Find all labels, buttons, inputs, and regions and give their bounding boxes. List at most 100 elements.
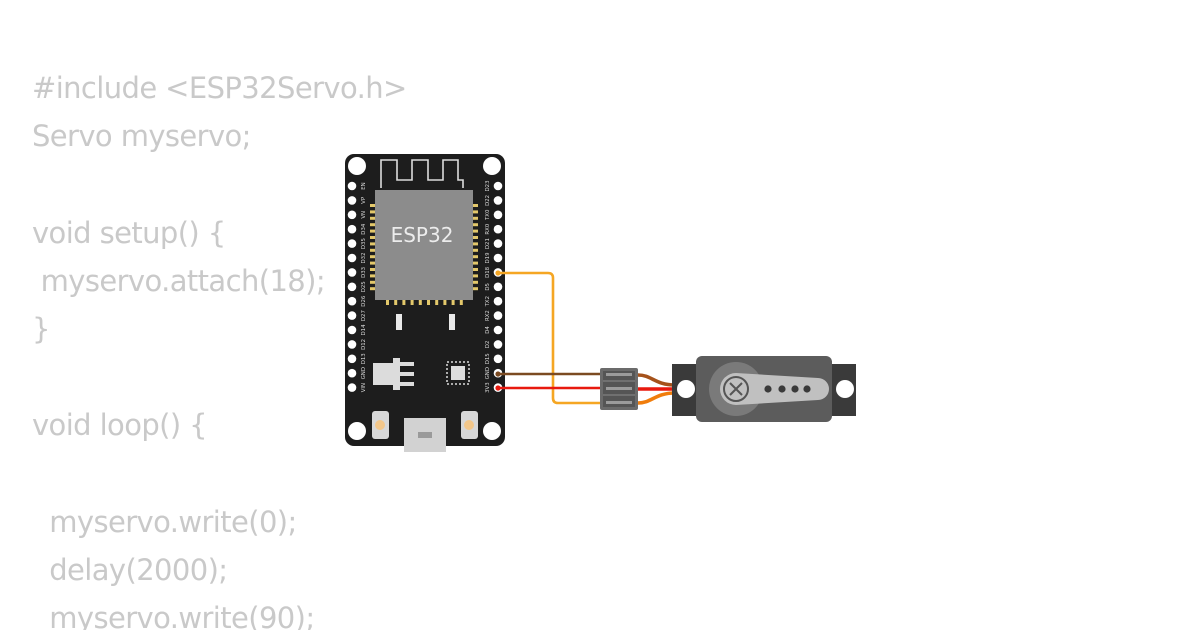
code-line: myservo.write(90); xyxy=(32,601,315,630)
servo-motor[interactable] xyxy=(600,356,856,422)
code-overlay: #include <ESP32Servo.h> Servo myservo; voi… xyxy=(32,64,407,630)
right-pin-label: D22 xyxy=(485,195,491,206)
left-pin-hole[interactable] xyxy=(347,282,357,292)
right-pin-hole[interactable] xyxy=(493,224,503,234)
left-pin-label: D25 xyxy=(361,281,367,292)
left-pin-hole[interactable] xyxy=(347,325,357,335)
smd-pad xyxy=(449,314,455,330)
right-pin-hole[interactable] xyxy=(493,296,503,306)
usb-serial-chip xyxy=(446,361,470,385)
servo-horn[interactable] xyxy=(720,373,829,405)
right-pin-label: D19 xyxy=(485,252,491,264)
left-pin-hole[interactable] xyxy=(347,311,357,320)
flange-hole xyxy=(677,380,695,398)
left-pin-hole[interactable] xyxy=(347,368,357,378)
left-pin-label: D32 xyxy=(361,252,367,263)
left-pin-header xyxy=(347,181,357,392)
right-pin-label: RX0 xyxy=(485,223,491,234)
code-line: myservo.attach(18); xyxy=(32,263,326,298)
right-pin-label: TX2 xyxy=(485,296,491,307)
code-line: Servo myservo; xyxy=(32,119,251,154)
right-pin-hole[interactable] xyxy=(493,340,503,349)
right-pin-hole[interactable] xyxy=(493,210,503,220)
left-pin-hole[interactable] xyxy=(347,224,357,234)
right-pin-label: D15 xyxy=(485,353,491,364)
left-pin-hole[interactable] xyxy=(347,210,357,220)
right-pin-hole[interactable] xyxy=(493,311,503,320)
left-pin-hole[interactable] xyxy=(347,239,357,248)
mounting-hole xyxy=(483,157,501,175)
left-pin-label: VP xyxy=(361,196,367,204)
smd-pad xyxy=(396,314,402,330)
left-pin-label: EN xyxy=(361,182,367,189)
wroom-module xyxy=(375,190,473,300)
servo-hub-icon xyxy=(723,376,749,402)
right-pin-header xyxy=(493,181,503,392)
module-pins xyxy=(370,204,478,305)
left-pin-label: D14 xyxy=(361,324,367,336)
left-pin-hole[interactable] xyxy=(347,268,357,277)
esp32-board[interactable]: ESP32 xyxy=(345,154,505,452)
left-pin-label: VN xyxy=(361,211,367,219)
micro-usb-port xyxy=(404,418,446,452)
wire-endpoint xyxy=(495,385,501,391)
right-pin-hole[interactable] xyxy=(493,181,503,191)
right-pin-label: D2 xyxy=(485,341,491,349)
code-line: void setup() { xyxy=(32,215,226,250)
left-pin-hole[interactable] xyxy=(347,181,357,191)
wire-endpoint xyxy=(495,371,501,377)
right-pin-label: D21 xyxy=(485,238,491,249)
right-pin-label: D5 xyxy=(485,283,491,291)
module-label: ESP32 xyxy=(391,223,454,247)
servo-connector xyxy=(600,368,638,410)
en-button[interactable] xyxy=(372,411,389,439)
left-pin-hole[interactable] xyxy=(347,383,357,392)
code-line: void loop() { xyxy=(32,408,208,443)
wire-signal[interactable] xyxy=(498,271,606,405)
left-pin-label: D34 xyxy=(361,223,367,235)
code-line: myservo.write(0); xyxy=(32,504,297,539)
left-pin-hole[interactable] xyxy=(347,340,357,349)
right-pin-label: TX0 xyxy=(485,209,491,221)
mounting-hole xyxy=(348,157,366,175)
left-pin-label: D33 xyxy=(361,267,367,278)
left-pin-hole[interactable] xyxy=(347,354,357,364)
left-pin-label: D27 xyxy=(361,310,367,321)
boot-button[interactable] xyxy=(461,411,478,439)
right-pin-hole[interactable] xyxy=(493,325,503,335)
code-line: #include <ESP32Servo.h> xyxy=(32,71,407,105)
left-pin-label: VIN xyxy=(361,383,367,392)
left-pin-hole[interactable] xyxy=(347,296,357,306)
right-pin-label: D4 xyxy=(485,326,491,334)
wires xyxy=(495,270,606,405)
right-pin-hole[interactable] xyxy=(493,196,503,205)
left-pin-label: D35 xyxy=(361,238,367,249)
right-pin-hole[interactable] xyxy=(493,282,503,292)
flange-hole xyxy=(836,380,854,398)
antenna-icon xyxy=(380,159,464,188)
code-line: delay(2000); xyxy=(32,552,228,587)
left-pin-hole[interactable] xyxy=(347,196,357,205)
right-pin-label: 3V3 xyxy=(485,382,491,393)
right-pin-hole[interactable] xyxy=(493,253,503,263)
right-pin-label: GND xyxy=(485,367,491,379)
left-pin-hole[interactable] xyxy=(347,253,357,263)
right-pin-hole[interactable] xyxy=(493,354,503,364)
right-pin-label: D18 xyxy=(485,266,491,278)
right-pin-label: D23 xyxy=(485,180,491,191)
wire-endpoint xyxy=(495,270,501,276)
left-pin-label: GND xyxy=(361,367,367,379)
code-line: } xyxy=(32,311,50,346)
left-pin-label: D13 xyxy=(361,353,367,364)
left-pin-label: D12 xyxy=(361,339,367,350)
voltage-regulator xyxy=(373,358,414,390)
mounting-hole xyxy=(348,422,366,440)
left-pin-label: D26 xyxy=(361,295,367,307)
mounting-hole xyxy=(483,422,501,440)
right-pin-hole[interactable] xyxy=(493,239,503,248)
right-pin-label: RX2 xyxy=(485,310,491,321)
